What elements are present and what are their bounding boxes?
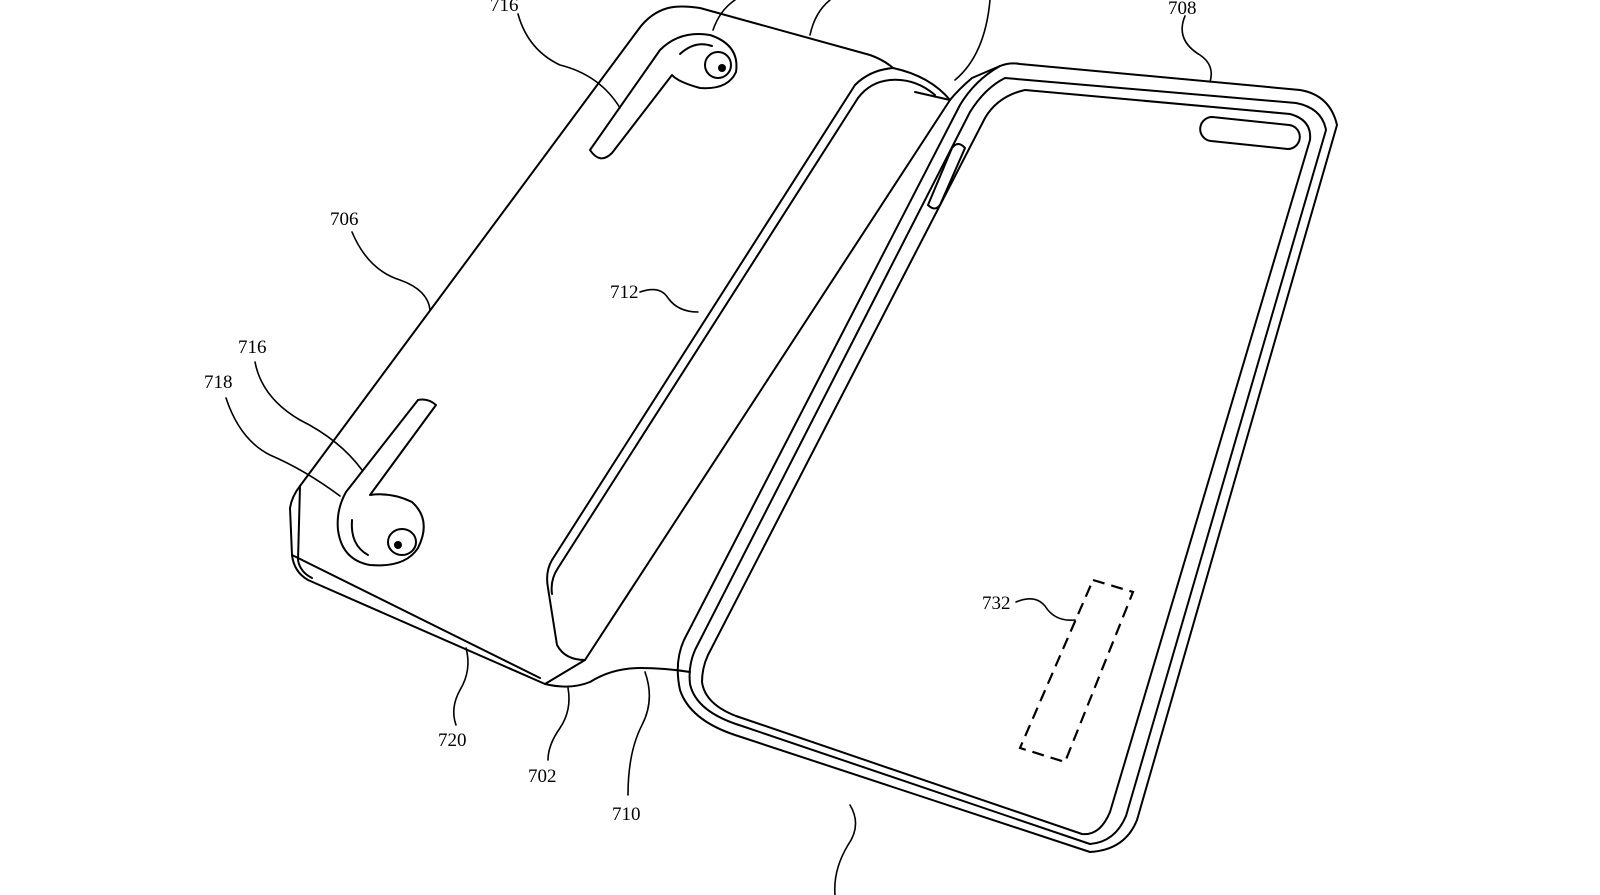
label-716-top: 716 <box>490 0 519 16</box>
label-718: 718 <box>204 372 233 393</box>
reference-labels: 716 708 706 712 716 718 720 702 710 732 <box>204 0 1197 825</box>
label-732: 732 <box>982 593 1011 614</box>
leader-lines <box>226 0 1211 895</box>
label-716-bottom: 716 <box>238 337 267 358</box>
earbud-pocket-bottom <box>338 400 436 566</box>
label-702: 702 <box>528 766 557 787</box>
label-720: 720 <box>438 730 467 751</box>
label-712: 712 <box>610 282 639 303</box>
component-732-outline <box>1020 580 1133 762</box>
left-panel-rim <box>292 555 540 678</box>
right-panel-708 <box>678 63 1337 852</box>
label-708: 708 <box>1168 0 1197 19</box>
label-706: 706 <box>330 209 359 230</box>
label-710: 710 <box>612 804 641 825</box>
